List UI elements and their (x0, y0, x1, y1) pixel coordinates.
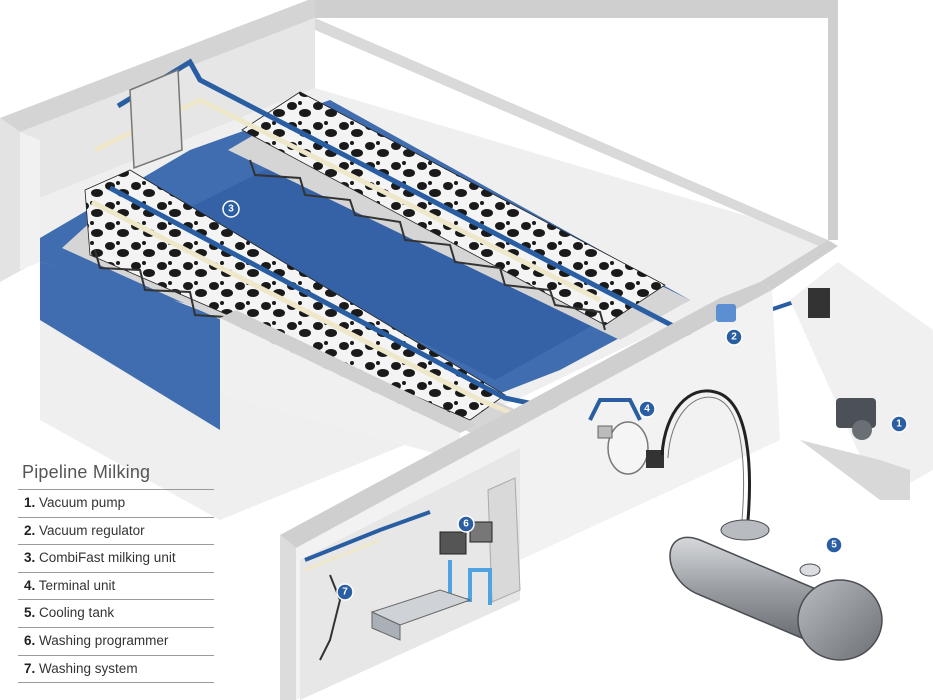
legend-item-label: Cooling tank (39, 605, 115, 621)
wash-lines-upper-milk (304, 538, 381, 572)
terminal-unit (588, 398, 664, 475)
legend-item-number: 5. (24, 605, 36, 621)
legend-title: Pipeline Milking (22, 462, 151, 482)
pump-room-ledge (800, 440, 910, 500)
back-door (129, 68, 183, 170)
legend-item-number: 3. (24, 550, 36, 566)
legend-item-label: Washing programmer (39, 632, 169, 648)
tank-hatch (799, 563, 821, 577)
legend-item-milking-unit: 3. CombiFast milking unit (18, 545, 214, 573)
doorway (487, 477, 521, 603)
barn-right-wall (315, 18, 828, 250)
legend-item-vacuum-pump: 1. Vacuum pump (18, 490, 214, 518)
pump-room (760, 240, 933, 500)
washing-programmer (439, 521, 493, 555)
marker-5-label: 5 (831, 540, 837, 551)
releaser-top (597, 425, 613, 439)
cooling-tank (669, 519, 883, 661)
regulator-body (716, 304, 736, 322)
legend-list: 1. Vacuum pump 2. Vacuum regulator 3. Co… (18, 489, 214, 684)
wash-lines-upper (304, 510, 431, 562)
legend-item-label: Washing system (39, 660, 138, 676)
marker-3: 3 (222, 200, 240, 218)
legend-item-number: 4. (24, 577, 36, 593)
legend-item-cooling-tank: 5. Cooling tank (18, 600, 214, 628)
legend-item-label: Vacuum pump (39, 495, 126, 510)
wash-sink-front (371, 611, 401, 641)
programmer-box-1 (439, 531, 467, 555)
terminal-pipes (588, 398, 642, 421)
tank-inlet (720, 519, 770, 541)
legend-item-washing-programmer: 6. Washing programmer (18, 628, 214, 656)
marker-6-label: 6 (463, 519, 469, 530)
marker-2: 2 (725, 328, 743, 346)
control-box (808, 288, 830, 318)
legend-item-number: 6. (24, 632, 36, 648)
marker-1-label: 1 (896, 419, 902, 430)
marker-7: 7 (336, 583, 354, 601)
marker-7-label: 7 (342, 587, 348, 598)
marker-5: 5 (825, 536, 843, 554)
marker-1: 1 (890, 415, 908, 433)
front-wall-left-face (280, 535, 296, 700)
programmer-box-2 (469, 521, 493, 543)
legend-item-number: 1. (24, 495, 36, 510)
legend: Pipeline Milking 1. Vacuum pump 2. Vacuu… (18, 462, 214, 684)
legend-item-number: 2. (24, 522, 36, 538)
washing-system (304, 510, 492, 661)
pump-room-floor (790, 262, 933, 500)
center-pit (175, 150, 620, 380)
legend-item-vacuum-regulator: 2. Vacuum regulator (18, 518, 214, 546)
legend-item-terminal-unit: 4. Terminal unit (18, 573, 214, 601)
receiver-jar (607, 421, 649, 475)
partition-wall-top (220, 310, 476, 433)
vacuum-regulator (716, 304, 736, 322)
marker-2-label: 2 (731, 332, 737, 343)
wash-line-left (319, 574, 342, 661)
legend-item-washing-system: 7. Washing system (18, 656, 214, 684)
tank-end (797, 579, 883, 661)
milk-pump (646, 450, 664, 468)
marker-4-label: 4 (644, 404, 650, 415)
partition-wall-face (220, 318, 460, 460)
door-panel (129, 68, 183, 170)
legend-item-label: Vacuum regulator (39, 522, 145, 538)
machine-room-interior (300, 448, 520, 700)
legend-item-number: 7. (24, 660, 36, 676)
pump-room-wall-top (760, 240, 838, 290)
marker-3-label: 3 (228, 204, 234, 215)
legend-item-label: CombiFast milking unit (39, 550, 176, 566)
marker-6: 6 (457, 515, 475, 533)
milk-hose (660, 389, 751, 521)
front-wall-top (280, 282, 772, 548)
legend-item-label: Terminal unit (38, 577, 116, 593)
vacuum-pump-motor (852, 420, 872, 440)
right-cow-legs (249, 159, 606, 331)
milk-line-upper (93, 97, 602, 303)
milk-hose-2 (667, 396, 745, 521)
parlour-floor (40, 100, 690, 430)
blue-floor-lower-left (40, 262, 220, 430)
vacuum-pump-body (836, 398, 876, 428)
barn-left-wall-face (20, 132, 40, 270)
marker-4: 4 (638, 400, 656, 418)
partition-wall (220, 310, 476, 460)
